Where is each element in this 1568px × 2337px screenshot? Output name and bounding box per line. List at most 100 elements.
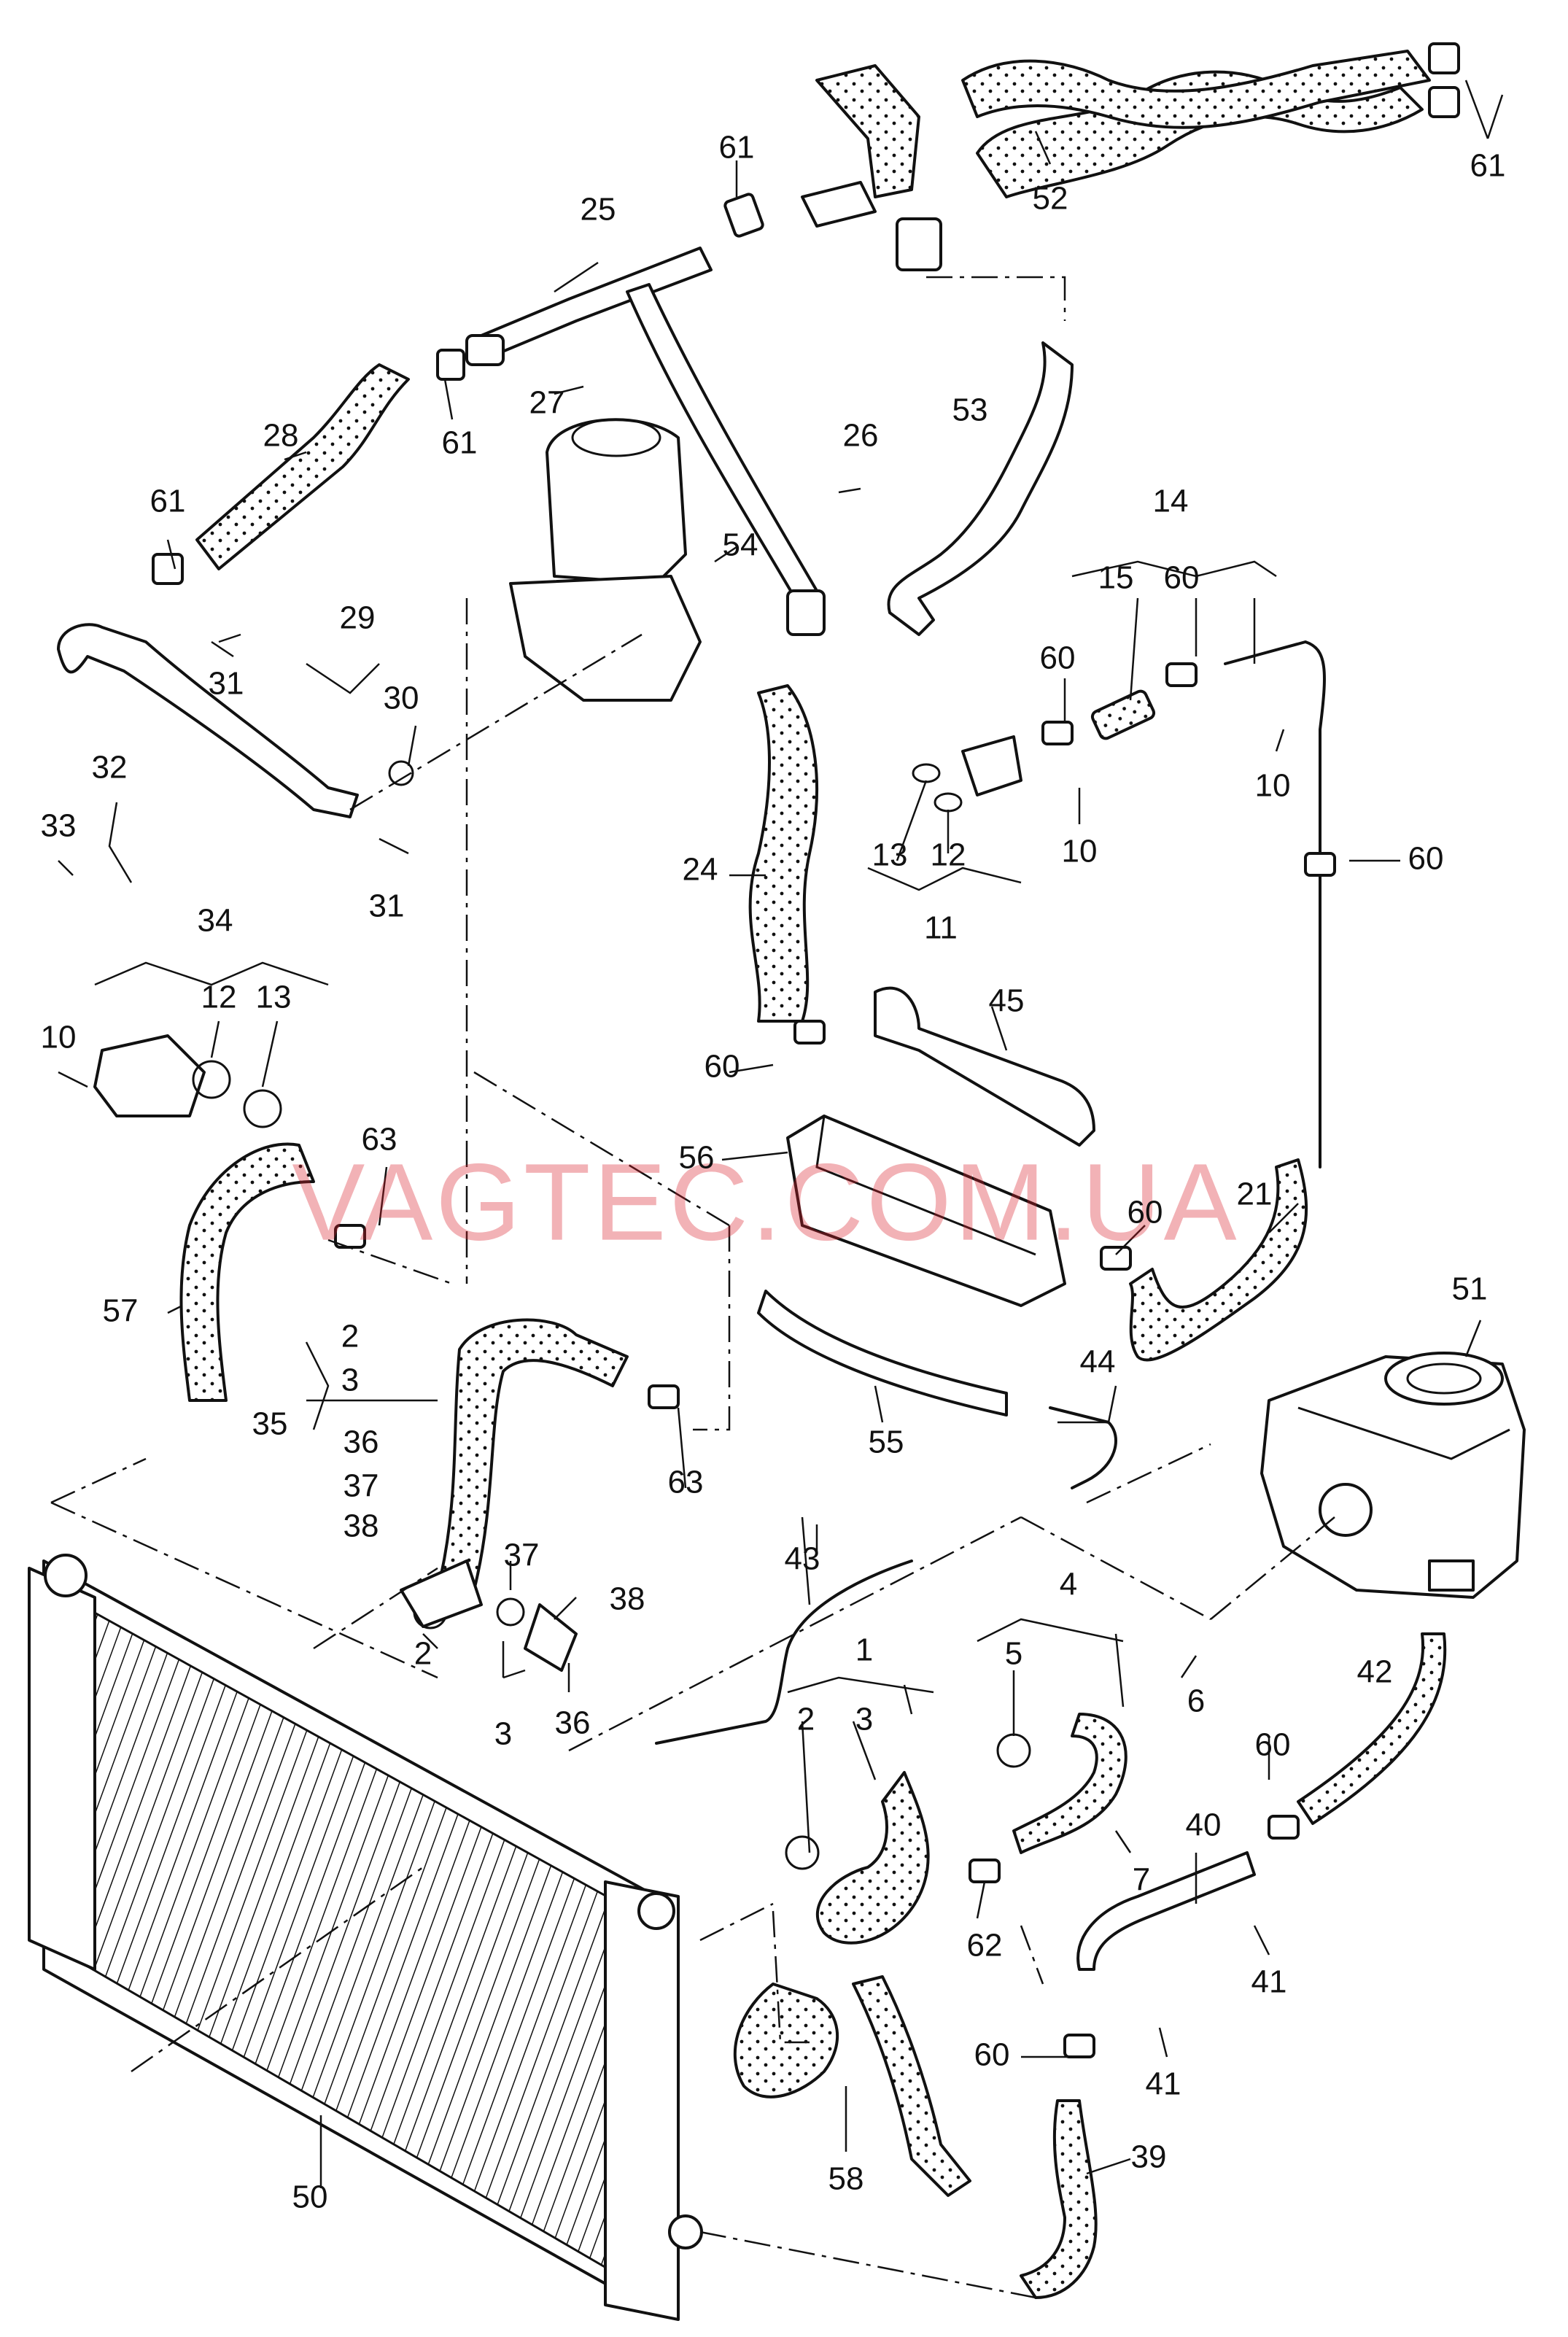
label-34: 34 [198, 903, 233, 939]
label-58: 58 [828, 2161, 864, 2197]
label-2: 2 [797, 1702, 815, 1737]
label-33: 33 [41, 808, 77, 844]
label-63: 63 [668, 1465, 704, 1500]
label-28: 28 [263, 418, 299, 454]
label-36: 36 [555, 1705, 591, 1741]
label-25: 25 [581, 192, 616, 228]
label-40: 40 [1186, 1807, 1222, 1843]
hose-21 [1129, 1158, 1308, 1362]
label-6: 6 [1187, 1683, 1205, 1719]
label-53: 53 [952, 392, 988, 428]
label-52: 52 [1033, 181, 1068, 217]
hose-58-branch [852, 1975, 971, 2197]
bracket-45 [874, 986, 1095, 1147]
label-5: 5 [1005, 1636, 1022, 1672]
hose-39 [1020, 2099, 1098, 2299]
label-38: 38 [344, 1508, 379, 1544]
label-60: 60 [974, 2037, 1010, 2073]
label-12: 12 [201, 980, 237, 1015]
label-2: 2 [341, 1319, 359, 1354]
assembly-lines [50, 276, 1335, 2299]
label-41: 41 [1251, 1964, 1287, 2000]
pipe-14 [1224, 640, 1326, 1168]
label-39: 39 [1131, 2139, 1167, 2175]
label-61: 61 [1470, 148, 1506, 184]
label-7: 7 [1133, 1862, 1150, 1898]
label-21: 21 [1237, 1177, 1273, 1212]
hose-58 [733, 1983, 839, 2098]
label-55: 55 [869, 1425, 904, 1460]
label-32: 32 [92, 750, 128, 786]
label-3: 3 [494, 1716, 512, 1752]
pipe-55 [757, 1290, 1008, 1416]
pipe-44 [1049, 1406, 1117, 1489]
hose-57 [179, 1142, 315, 1402]
coolant-pipe-29 [57, 623, 359, 818]
label-61: 61 [442, 425, 478, 461]
label-30: 30 [384, 681, 419, 716]
pipe-40 [1076, 1851, 1256, 1971]
label-50: 50 [292, 2179, 328, 2215]
label-60: 60 [1255, 1727, 1291, 1763]
label-37: 37 [504, 1538, 540, 1573]
label-60: 60 [1128, 1195, 1163, 1230]
watermark: VAGTEC.COM.UA [292, 1141, 1239, 1263]
label-14: 14 [1153, 484, 1189, 519]
label-61: 61 [150, 484, 186, 519]
label-3: 3 [341, 1363, 359, 1398]
hose-24 [748, 684, 818, 1023]
radiator [28, 1554, 703, 2321]
label-38: 38 [610, 1581, 645, 1617]
label-41: 41 [1146, 2066, 1181, 2102]
label-27: 27 [529, 385, 565, 421]
part-labels: 61 52 61 25 27 61 28 61 26 53 54 29 30 3… [41, 130, 1506, 2215]
label-12: 12 [931, 837, 966, 873]
label-10: 10 [1062, 834, 1098, 869]
hose-28 [195, 363, 410, 570]
label-31: 31 [209, 666, 244, 702]
label-43: 43 [785, 1541, 820, 1577]
label-42: 42 [1357, 1654, 1393, 1690]
label-54: 54 [723, 527, 758, 563]
label-36: 36 [344, 1425, 379, 1460]
label-10: 10 [1255, 768, 1291, 804]
label-13: 13 [256, 980, 292, 1015]
coolant-pipe-25 [465, 247, 826, 636]
label-63: 63 [362, 1122, 397, 1158]
label-3: 3 [855, 1702, 873, 1737]
label-11: 11 [924, 910, 958, 946]
leader-lines [58, 80, 1504, 2188]
label-62: 62 [967, 1928, 1003, 1964]
hose-35 [436, 1318, 629, 1592]
label-1: 1 [855, 1632, 873, 1668]
label-31: 31 [369, 888, 405, 924]
oil-filter-housing [509, 418, 702, 702]
label-2: 2 [414, 1636, 432, 1672]
label-61: 61 [719, 130, 755, 166]
hose-15 [1090, 689, 1156, 740]
label-56: 56 [679, 1140, 715, 1176]
label-60: 60 [1164, 560, 1200, 596]
hose-42 [1297, 1632, 1447, 1825]
oil-cooler [786, 1115, 1066, 1307]
label-57: 57 [103, 1293, 139, 1329]
label-44: 44 [1080, 1344, 1116, 1380]
label-51: 51 [1452, 1271, 1488, 1307]
label-4: 4 [1060, 1567, 1077, 1602]
expansion-tank [1260, 1352, 1526, 1599]
hose-53 [887, 341, 1074, 636]
label-37: 37 [344, 1468, 379, 1504]
label-10: 10 [41, 1020, 77, 1055]
label-26: 26 [843, 418, 879, 454]
hose-1 [815, 1771, 930, 1945]
label-29: 29 [340, 600, 376, 636]
label-13: 13 [872, 837, 908, 873]
label-15: 15 [1098, 560, 1134, 596]
label-24: 24 [683, 852, 718, 888]
label-35: 35 [252, 1406, 288, 1442]
label-60: 60 [1408, 841, 1444, 877]
label-60: 60 [1040, 640, 1076, 676]
pipe-43 [655, 1559, 913, 1745]
upper-hose-assembly [801, 42, 1460, 271]
